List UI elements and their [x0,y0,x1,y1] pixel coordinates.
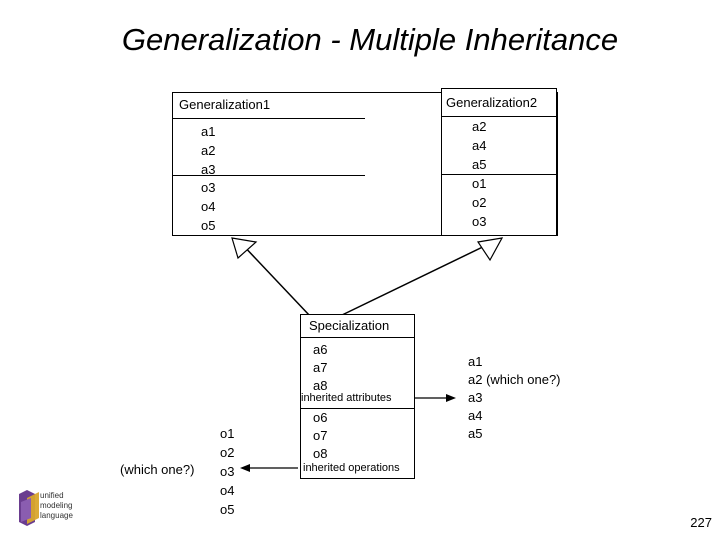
inherited-operations-list: o1 o2 o3 o4 o5 [220,424,234,519]
generalization1-link [239,241,311,317]
attribute: a6 [313,342,328,357]
inherited-attribute: a3 [468,390,483,405]
generalization1-arrowhead [231,237,258,260]
inherited-attribute: a2 (which one?) [468,372,561,387]
attribute: a3 [201,162,216,177]
inherited-operation: o5 [220,502,235,517]
operation: o4 [201,199,216,214]
logo-text: unified modeling language [40,491,73,521]
inherited-operations-label: inherited operations [303,462,400,474]
specialization-class[interactable]: Specialization a6 a7 a8 inherited attrib… [300,314,415,479]
inherited-attributes-list: a1 a2 (which one?) a3 a4 a5 [468,353,561,443]
slide-title: Generalization - Multiple Inheritance [121,22,619,57]
generalization1-name-compartment: Generalization1 [173,93,365,119]
logo-line: language [40,511,73,520]
logo-shape-light [21,498,31,522]
specialization-name: Specialization [309,318,390,333]
logo-line: modeling [40,501,73,510]
operations-pointer-arrowhead [240,464,250,472]
generalization2-arrowhead [476,237,504,262]
generalization2-operations: o1 o2 o3 [442,174,556,234]
operation: o3 [201,180,216,195]
generalization2-name-compartment: Generalization2 [441,88,557,117]
uml-logo [19,490,39,526]
operation: o7 [313,428,328,443]
attribute: a1 [201,124,216,139]
which-one-note: (which one?) [120,462,195,477]
generalization1-operations: o3 o4 o5 [173,175,365,235]
inherited-attribute: a1 [468,354,483,369]
attribute: a5 [472,157,487,172]
generalization1-name: Generalization1 [179,97,271,112]
operation: o8 [313,446,328,461]
attribute: a7 [313,360,328,375]
logo-line: unified [40,491,64,500]
generalization2-name: Generalization2 [446,95,538,110]
generalization2-attributes: a2 a4 a5 [442,117,556,175]
attribute: a2 [472,119,487,134]
operation: o1 [472,176,487,191]
operation: o2 [472,195,487,210]
specialization-name-compartment: Specialization [301,315,414,338]
operation: o3 [472,214,487,229]
attributes-pointer-arrowhead [446,394,456,402]
inherited-attribute: a4 [468,408,483,423]
operation: o6 [313,410,328,425]
generalization2-link [339,241,494,317]
inherited-attribute: a5 [468,426,483,441]
generalization1-attributes: a1 a2 a3 [173,118,365,177]
attribute: a4 [472,138,487,153]
inherited-operation: o2 [220,445,235,460]
attribute: a2 [201,143,216,158]
inherited-operation: o1 [220,426,235,441]
inherited-operation: o3 [220,464,235,479]
inherited-operation: o4 [220,483,235,498]
generalization2-class[interactable]: Generalization2 a2 a4 a5 o1 o2 o3 [441,88,557,236]
page-number: 227 [690,515,712,530]
inherited-attributes-label: inherited attributes [301,392,392,404]
operation: o5 [201,218,216,233]
specialization-operations: o6 o7 o8 inherited operations [301,408,414,478]
specialization-attributes: a6 a7 a8 inherited attributes [301,337,414,409]
attribute: a8 [313,378,328,393]
